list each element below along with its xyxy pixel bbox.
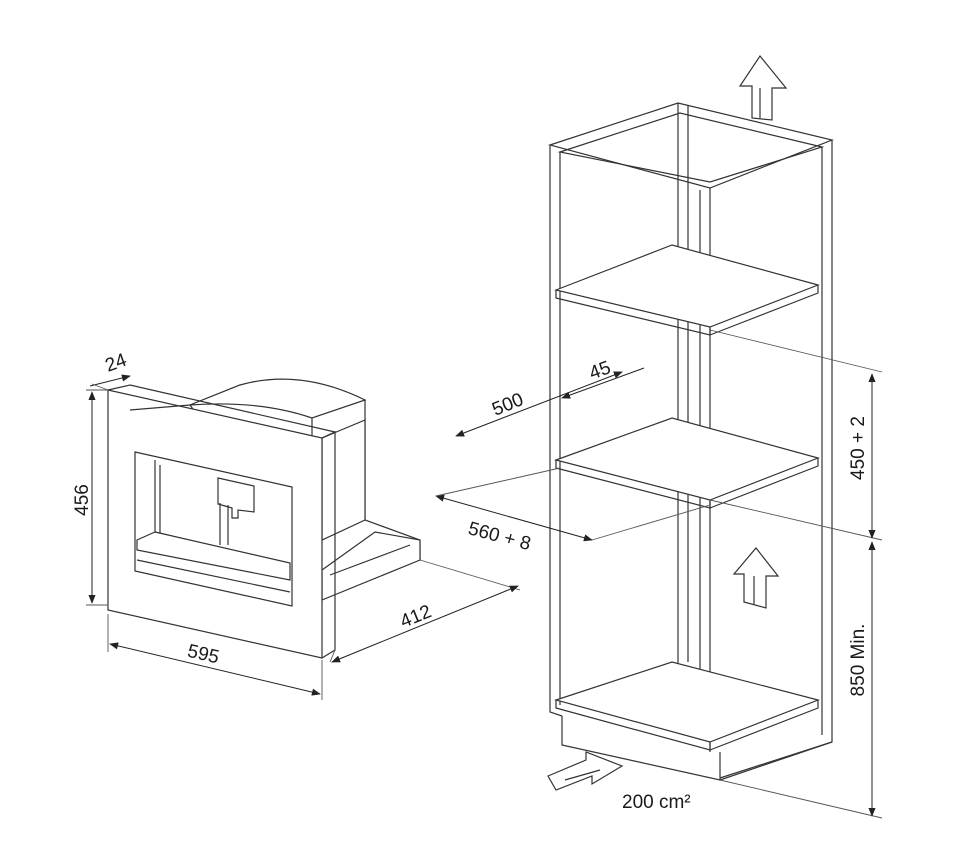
dim-560-label: 560 + 8 [466,518,533,555]
dim-412-label: 412 [397,601,434,632]
dim-24-label: 24 [103,350,130,377]
dim-500-label: 500 [489,389,526,420]
dim-456-label: 456 [72,484,93,516]
vent-area-label: 200 cm² [622,792,691,813]
airflow-arrow-up-inside-icon [732,547,780,609]
airflow-arrow-in-icon [547,751,624,791]
dim-450-label: 450 + 2 [848,416,869,480]
cabinet-dimensions: 500 45 560 + 8 450 + 2 850 Min. 200 cm² [435,329,883,819]
dim-850-label: 850 Min. [848,624,869,697]
dim-595-label: 595 [185,641,221,669]
appliance-drawing [107,378,421,659]
airflow-arrow-up-icon [738,54,788,121]
cabinet-drawing [547,102,834,781]
